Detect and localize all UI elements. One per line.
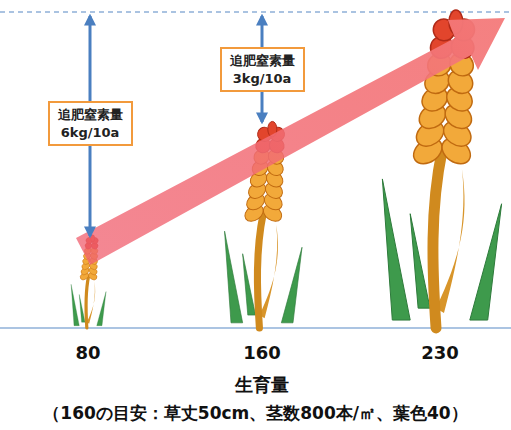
amount-box: 追肥窒素量3kg/10a — [220, 47, 305, 92]
caption: （160の目安：草丈50cm、茎数800本/㎡、葉色40） — [43, 402, 467, 425]
amount-box: 追肥窒素量6kg/10a — [48, 101, 133, 146]
growth-arrow — [76, 18, 505, 265]
amount-value: 3kg/10a — [228, 70, 297, 88]
amount-value: 6kg/10a — [56, 124, 125, 142]
box-heading: 追肥窒素量 — [56, 106, 125, 124]
axis-value: 80 — [75, 342, 100, 363]
box-heading: 追肥窒素量 — [228, 52, 297, 70]
axis-value: 160 — [243, 342, 281, 363]
axis-value: 230 — [421, 342, 459, 363]
top-guide-line — [0, 11, 511, 13]
axis-title: 生育量 — [235, 373, 289, 397]
